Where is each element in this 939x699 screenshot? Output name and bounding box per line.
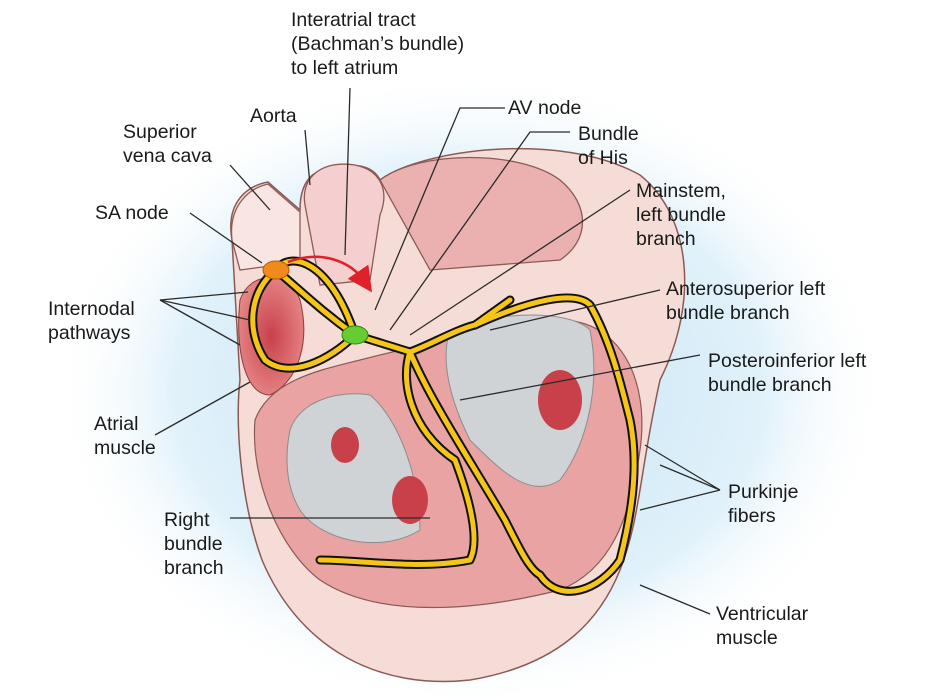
leader-lines (154, 87, 721, 615)
label-mainstem-left-bundle: Mainstem, left bundle branch (636, 180, 726, 250)
label-ventricular-muscle: Ventricular muscle (716, 603, 809, 649)
label-bundle-of-his: Bundle of His (578, 123, 639, 169)
label-atrial-muscle: Atrial muscle (94, 413, 156, 459)
papillary-muscle (538, 370, 582, 430)
papillary-muscle (392, 476, 428, 524)
label-anterosuperior-left-bundle: Anterosuperior left bundle branch (666, 278, 826, 324)
sa-node (262, 260, 290, 280)
label-posteroinferior-left-bundle: Posteroinferior left bundle branch (708, 350, 867, 396)
papillary-muscle (331, 427, 359, 463)
label-right-bundle-branch: Right bundle branch (164, 509, 224, 579)
interatrial-arrow (287, 255, 373, 293)
label-av-node: AV node (508, 97, 582, 119)
label-purkinje-fibers: Purkinje fibers (728, 481, 799, 527)
av-node (341, 325, 369, 345)
right-ventricle-chamber (286, 393, 421, 544)
label-aorta: Aorta (250, 105, 297, 127)
label-sa-node: SA node (95, 202, 169, 224)
superior-vena-cava (230, 183, 301, 271)
label-internodal-pathways: Internodal pathways (48, 298, 135, 344)
left-ventricle-chamber (445, 314, 595, 487)
label-interatrial-tract: Interatrial tract (Bachman’s bundle) to … (291, 9, 465, 79)
label-superior-vena-cava: Superior vena cava (123, 121, 212, 167)
pulmonary-artery (379, 156, 583, 271)
